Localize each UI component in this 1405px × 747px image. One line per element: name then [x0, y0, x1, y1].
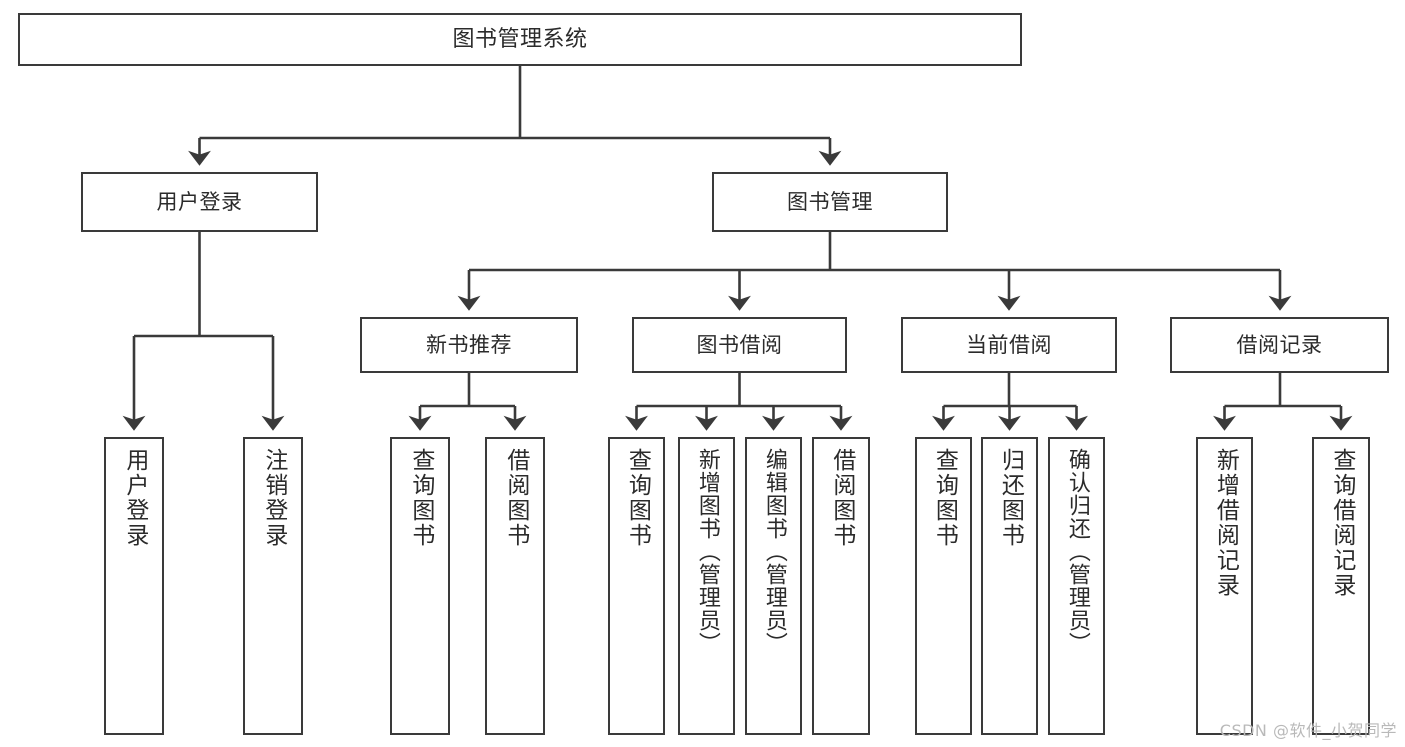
- node-leaf-query-book-3[interactable]: 查询图书: [915, 437, 972, 735]
- node-leaf-query-record-label: 查询借阅记录: [1328, 448, 1355, 598]
- node-leaf-add-book-label: 新增图书（管理员）: [694, 448, 720, 655]
- node-user-login[interactable]: 用户登录: [81, 172, 318, 232]
- node-leaf-borrow-book-2[interactable]: 借阅图书: [812, 437, 870, 735]
- node-leaf-borrow-book-1[interactable]: 借阅图书: [485, 437, 545, 735]
- node-leaf-query-record[interactable]: 查询借阅记录: [1312, 437, 1370, 735]
- node-borrow-record-label: 借阅记录: [1236, 332, 1323, 357]
- node-leaf-query-book-3-label: 查询图书: [931, 448, 958, 548]
- node-book-borrow[interactable]: 图书借阅: [632, 317, 847, 373]
- node-leaf-add-record[interactable]: 新增借阅记录: [1196, 437, 1253, 735]
- node-leaf-edit-book-label: 编辑图书（管理员）: [761, 448, 787, 655]
- node-new-book-rec[interactable]: 新书推荐: [360, 317, 578, 373]
- node-new-book-rec-label: 新书推荐: [426, 332, 512, 357]
- node-leaf-borrow-book-1-label: 借阅图书: [502, 448, 529, 548]
- node-leaf-query-book-1-label: 查询图书: [407, 448, 434, 548]
- watermark: CSDN @软件_小贺同学: [1219, 721, 1397, 740]
- node-root[interactable]: 图书管理系统: [18, 13, 1022, 66]
- node-leaf-confirm-return-label: 确认归还（管理员）: [1064, 448, 1090, 655]
- node-current-borrow[interactable]: 当前借阅: [901, 317, 1117, 373]
- node-current-borrow-label: 当前借阅: [966, 332, 1052, 357]
- node-borrow-record[interactable]: 借阅记录: [1170, 317, 1389, 373]
- node-leaf-user-login-label: 用户登录: [121, 448, 148, 548]
- node-leaf-return-book-label: 归还图书: [997, 448, 1024, 548]
- node-leaf-logout-label: 注销登录: [260, 448, 287, 548]
- node-leaf-query-book-1[interactable]: 查询图书: [390, 437, 450, 735]
- node-leaf-confirm-return[interactable]: 确认归还（管理员）: [1048, 437, 1105, 735]
- node-leaf-edit-book[interactable]: 编辑图书（管理员）: [745, 437, 802, 735]
- node-book-manage-label: 图书管理: [787, 189, 873, 214]
- node-leaf-return-book[interactable]: 归还图书: [981, 437, 1038, 735]
- node-leaf-logout[interactable]: 注销登录: [243, 437, 303, 735]
- node-leaf-borrow-book-2-label: 借阅图书: [828, 448, 855, 548]
- node-leaf-add-record-label: 新增借阅记录: [1212, 448, 1239, 598]
- node-root-label: 图书管理系统: [452, 26, 588, 52]
- node-leaf-user-login[interactable]: 用户登录: [104, 437, 164, 735]
- node-book-manage[interactable]: 图书管理: [712, 172, 948, 232]
- node-leaf-query-book-2-label: 查询图书: [624, 448, 651, 548]
- node-user-login-label: 用户登录: [156, 189, 243, 214]
- node-leaf-query-book-2[interactable]: 查询图书: [608, 437, 665, 735]
- node-book-borrow-label: 图书借阅: [696, 332, 783, 357]
- node-leaf-add-book[interactable]: 新增图书（管理员）: [678, 437, 735, 735]
